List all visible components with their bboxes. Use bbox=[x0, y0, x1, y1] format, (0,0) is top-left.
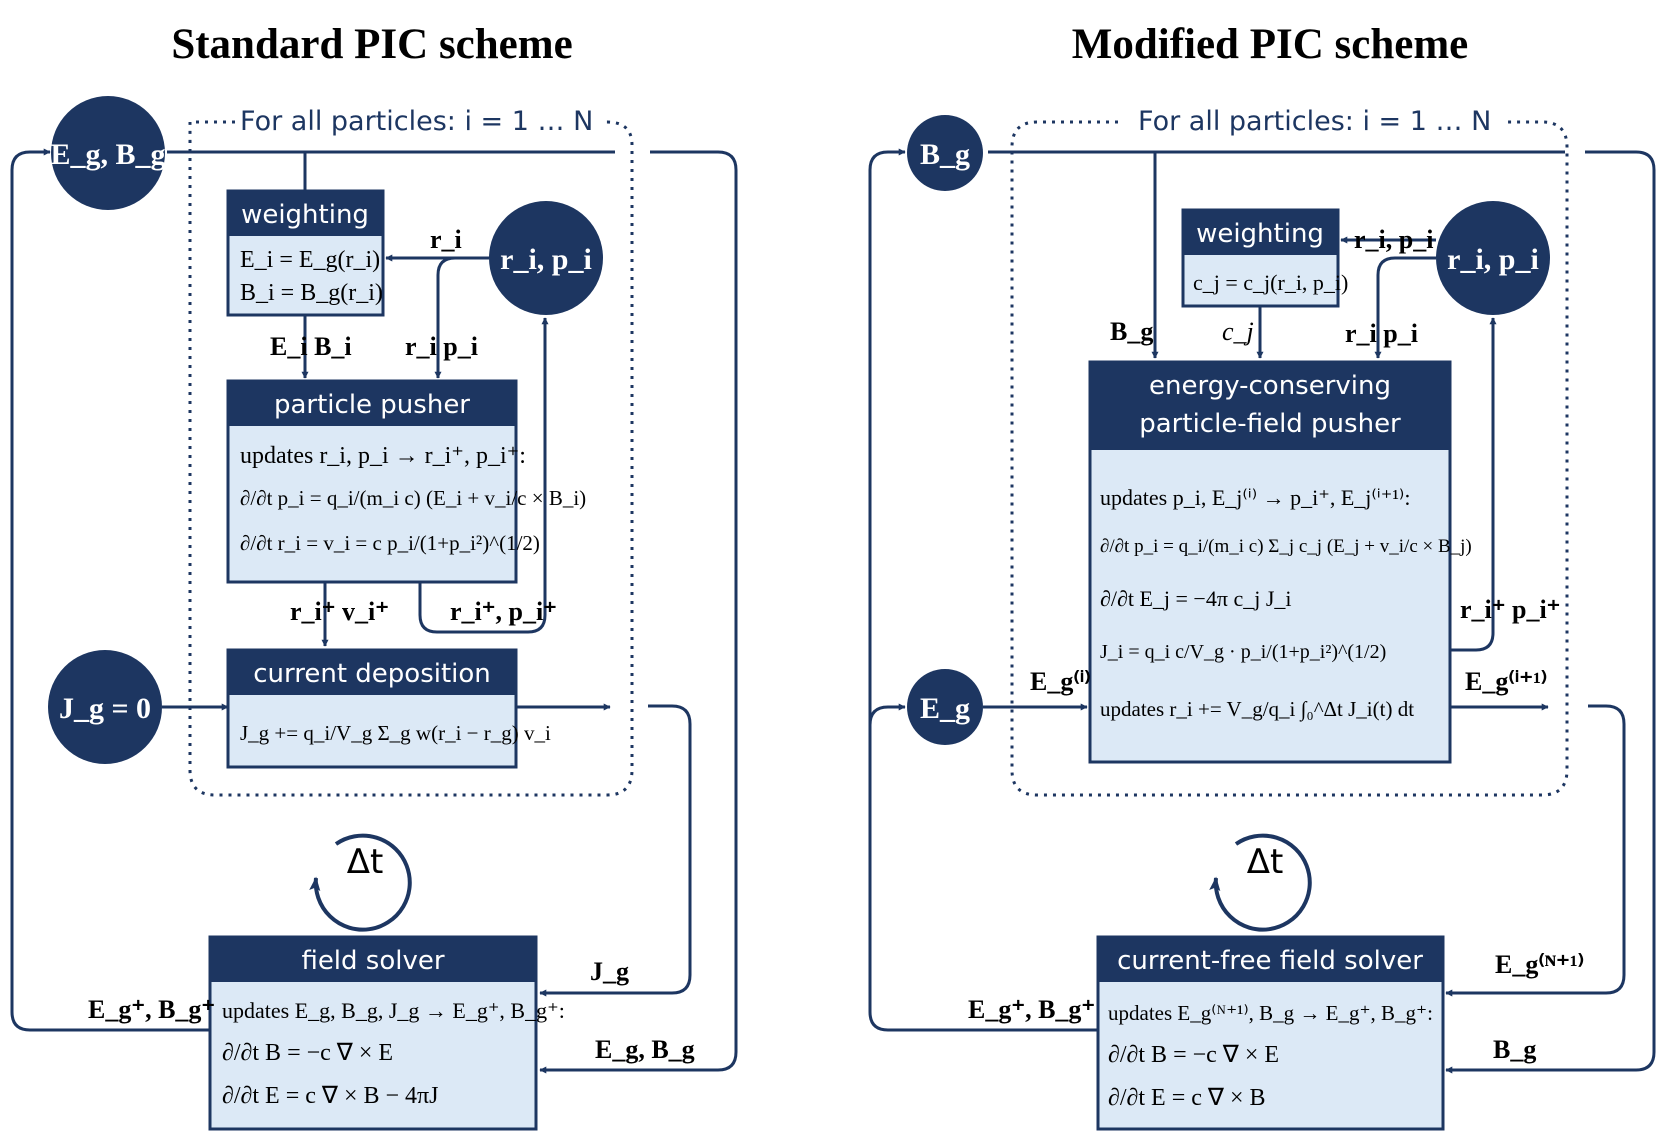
weighting-line-right: c_j = c_j(r_i, p_i) bbox=[1193, 270, 1348, 295]
solver-line: updates E_g, B_g, J_g → E_g⁺, B_g⁺: bbox=[222, 998, 565, 1023]
ri-pi-to-pusher-arrow bbox=[434, 256, 489, 379]
bg-return-label: B_g bbox=[1493, 1035, 1536, 1064]
eg-bg-label: E_g, B_g bbox=[595, 1035, 695, 1064]
fields-to-solver-arrow bbox=[539, 150, 738, 1074]
eg-bg-plus-label-right: E_g⁺, B_g⁺ bbox=[968, 995, 1095, 1024]
solver-header-right: current-free field solver bbox=[1117, 946, 1423, 976]
pusher-to-particles-right-arrow bbox=[1450, 317, 1497, 652]
pusher-right-line: J_i = q_i c/V_g · p_i/(1+p_i²)^(1/2) bbox=[1100, 641, 1386, 663]
ri-pi-to-pusher-right-arrow bbox=[1374, 256, 1436, 359]
ri-vi-plus-label: r_i⁺ v_i⁺ bbox=[290, 597, 389, 626]
eg-i1-label: E_g⁽ⁱ⁺¹⁾ bbox=[1465, 667, 1547, 696]
particle-loop-boundary bbox=[188, 120, 634, 797]
ri-pi-plus-label: r_i⁺, p_i⁺ bbox=[450, 597, 557, 626]
efield-node-label: E_g bbox=[920, 692, 970, 725]
solver-to-fields-arrow bbox=[10, 148, 210, 1032]
efield-node bbox=[907, 669, 983, 745]
eg-bg-plus-label: E_g⁺, B_g⁺ bbox=[88, 995, 215, 1024]
particle-loop-boundary-right bbox=[1010, 120, 1569, 797]
modified-pic-scheme: For all particles: i = 1 … N B_g B_g E_g… bbox=[868, 106, 1656, 1131]
loop-label: For all particles: i = 1 … N bbox=[240, 106, 593, 137]
pusher-right-line: updates p_i, E_j⁽ⁱ⁾ → p_i⁺, E_j⁽ⁱ⁺¹⁾: bbox=[1100, 485, 1410, 510]
pusher-line: ∂/∂t p_i = q_i/(m_i c) (E_i + v_i/c × B_… bbox=[240, 486, 586, 510]
weighting-header: weighting bbox=[241, 200, 369, 230]
jg-label: J_g bbox=[590, 957, 629, 986]
bfield-node-label: B_g bbox=[920, 138, 970, 171]
pusher-right-line: ∂/∂t E_j = −4π c_j J_i bbox=[1100, 586, 1292, 611]
ei-bi-label: E_i B_i bbox=[270, 332, 352, 361]
solver-right-line: updates E_g⁽ᴺ⁺¹⁾, B_g → E_g⁺, B_g⁺: bbox=[1108, 1001, 1433, 1025]
solver-right-line: ∂/∂t B = −c ∇ × E bbox=[1108, 1042, 1279, 1068]
deposition-header: current deposition bbox=[253, 659, 491, 689]
ri-pi-plus-label-right: r_i⁺ p_i⁺ bbox=[1460, 595, 1560, 624]
pusher-to-particles-arrow bbox=[418, 317, 549, 634]
particles-node bbox=[489, 201, 603, 315]
fields-node bbox=[51, 96, 165, 210]
ri-pi-split-label: r_i p_i bbox=[1345, 319, 1418, 348]
pusher-header-right-2: particle-field pusher bbox=[1139, 409, 1401, 439]
pusher-header-right-1: energy-conserving bbox=[1149, 371, 1391, 401]
solver-line: ∂/∂t B = −c ∇ × E bbox=[222, 1040, 393, 1066]
eg-n1-to-solver-arrow bbox=[1445, 704, 1626, 997]
weighting-header-right: weighting bbox=[1196, 219, 1324, 249]
solver-header: field solver bbox=[301, 946, 444, 976]
pusher-right-line: ∂/∂t p_i = q_i/(m_i c) Σ_j c_j (E_j + v_… bbox=[1100, 536, 1472, 557]
solver-to-bfield-arrow bbox=[868, 148, 906, 725]
right-title: Modified PIC scheme bbox=[1072, 21, 1469, 68]
eg-n1-label: E_g⁽ᴺ⁺¹⁾ bbox=[1495, 950, 1584, 979]
cj-label: c_j bbox=[1222, 317, 1254, 346]
pusher-header: particle pusher bbox=[274, 390, 470, 420]
bfield-node bbox=[907, 115, 983, 191]
particles-node-right-label: r_i, p_i bbox=[1447, 243, 1539, 276]
timestep-cycle-icon: Δt bbox=[309, 833, 412, 932]
bg-label: B_g bbox=[1110, 317, 1153, 346]
fields-node-label: E_g, B_g bbox=[50, 138, 165, 171]
current-zero-node bbox=[48, 650, 162, 764]
eg-i-label: E_g⁽ⁱ⁾ bbox=[1030, 667, 1091, 696]
particles-node-right bbox=[1436, 201, 1550, 315]
solver-to-efield-arrow bbox=[868, 703, 1098, 1032]
pusher-line: ∂/∂t r_i = v_i = c p_i/(1+p_i²)^(1/2) bbox=[240, 531, 540, 555]
deposition-line: J_g += q_i/V_g Σ_g w(r_i − r_g) v_i bbox=[240, 721, 551, 745]
timestep-label: Δt bbox=[347, 842, 384, 882]
particles-node-label: r_i, p_i bbox=[500, 243, 592, 276]
timestep-cycle-icon-right: Δt bbox=[1209, 833, 1312, 932]
weighting-line: B_i = B_g(r_i) bbox=[240, 280, 383, 306]
bg-to-solver-arrow bbox=[1445, 150, 1656, 1074]
left-title: Standard PIC scheme bbox=[171, 21, 572, 68]
current-to-solver-arrow bbox=[539, 704, 692, 997]
ri-pi-label: r_i p_i bbox=[405, 332, 478, 361]
pusher-line: updates r_i, p_i → r_i⁺, p_i⁺: bbox=[240, 443, 526, 469]
standard-pic-scheme: For all particles: i = 1 … N E_g, B_g r_… bbox=[10, 96, 738, 1131]
current-zero-label: J_g = 0 bbox=[59, 692, 151, 725]
weighting-line: E_i = E_g(r_i) bbox=[240, 247, 380, 273]
timestep-label-right: Δt bbox=[1247, 842, 1284, 882]
ri-label: r_i bbox=[430, 225, 462, 254]
solver-line: ∂/∂t E = c ∇ × B − 4πJ bbox=[222, 1083, 439, 1109]
loop-label-right: For all particles: i = 1 … N bbox=[1138, 106, 1491, 137]
ri-pi-label-right: r_i, p_i bbox=[1354, 225, 1433, 254]
solver-right-line: ∂/∂t E = c ∇ × B bbox=[1108, 1085, 1266, 1111]
pusher-right-line: updates r_i += V_g/q_i ∫₀^Δt J_i(t) dt bbox=[1100, 697, 1414, 722]
